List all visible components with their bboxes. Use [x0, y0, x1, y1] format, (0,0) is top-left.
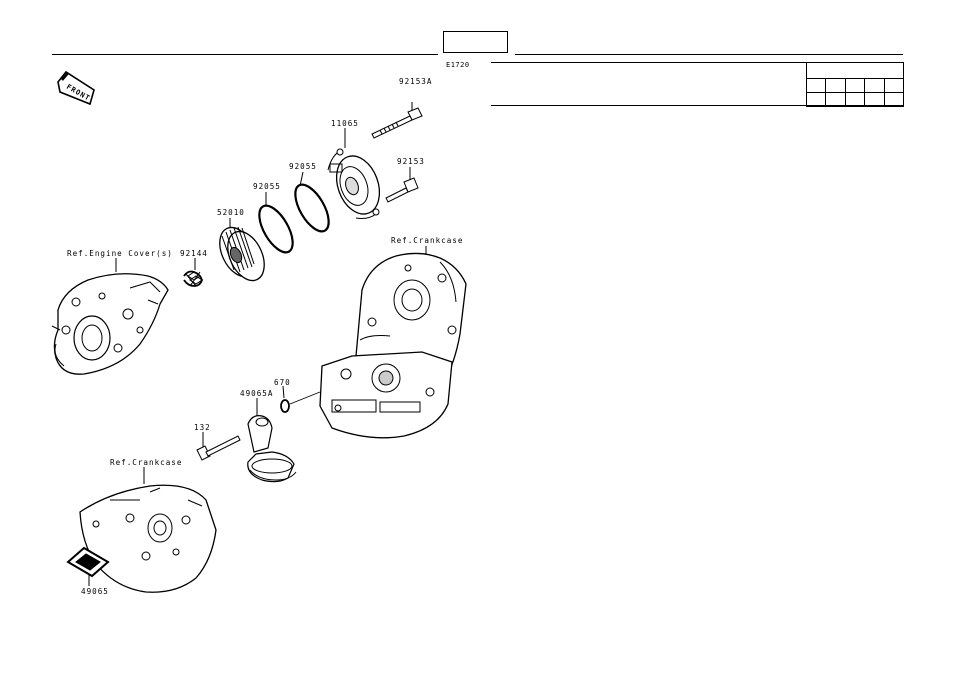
- bolt-132: [196, 432, 241, 461]
- strainer-screen-49065: [66, 546, 110, 586]
- table-rule-bottom: [491, 105, 903, 106]
- callout-92153a: 92153A: [399, 77, 432, 86]
- info-cell: [883, 92, 905, 107]
- callout-92055-a: 92055: [289, 162, 317, 171]
- oil-strainer-49065a: [247, 398, 297, 483]
- callout-92144: 92144: [180, 249, 208, 258]
- callout-670: 670: [274, 378, 291, 387]
- oil-filter-52010: [219, 218, 265, 282]
- callout-49065: 49065: [81, 587, 109, 596]
- spring-92144: [183, 258, 203, 287]
- callout-ref-crankcase-2: Ref.Crankcase: [110, 458, 182, 467]
- filter-cover-11065: [327, 128, 381, 219]
- o-ring-92055-b: [258, 192, 294, 254]
- drawing-code: E1720: [446, 61, 470, 69]
- callout-52010: 52010: [217, 208, 245, 217]
- callout-92055-b: 92055: [253, 182, 281, 191]
- table-rule-top: [491, 62, 903, 63]
- callout-ref-engine-cover: Ref.Engine Cover(s): [67, 249, 173, 258]
- callout-132: 132: [194, 423, 211, 432]
- bolt-92153a: [371, 102, 423, 139]
- callout-11065: 11065: [331, 119, 359, 128]
- bolt-92153: [385, 167, 419, 203]
- callout-92153: 92153: [397, 157, 425, 166]
- title-box: [443, 31, 508, 53]
- header-rule-left: [52, 54, 438, 55]
- engine-cover: [51, 258, 169, 375]
- front-arrow-icon: FRONT: [57, 70, 95, 106]
- crankcase-lower: [79, 467, 217, 593]
- o-ring-670: [280, 385, 290, 413]
- header-rule-right: [515, 54, 903, 55]
- info-table: [805, 62, 905, 107]
- callout-49065a: 49065A: [240, 389, 273, 398]
- leader-line: [289, 391, 321, 405]
- callout-ref-crankcase-1: Ref.Crankcase: [391, 236, 463, 245]
- o-ring-92055-a: [294, 171, 330, 233]
- crankcase-right: [319, 246, 467, 439]
